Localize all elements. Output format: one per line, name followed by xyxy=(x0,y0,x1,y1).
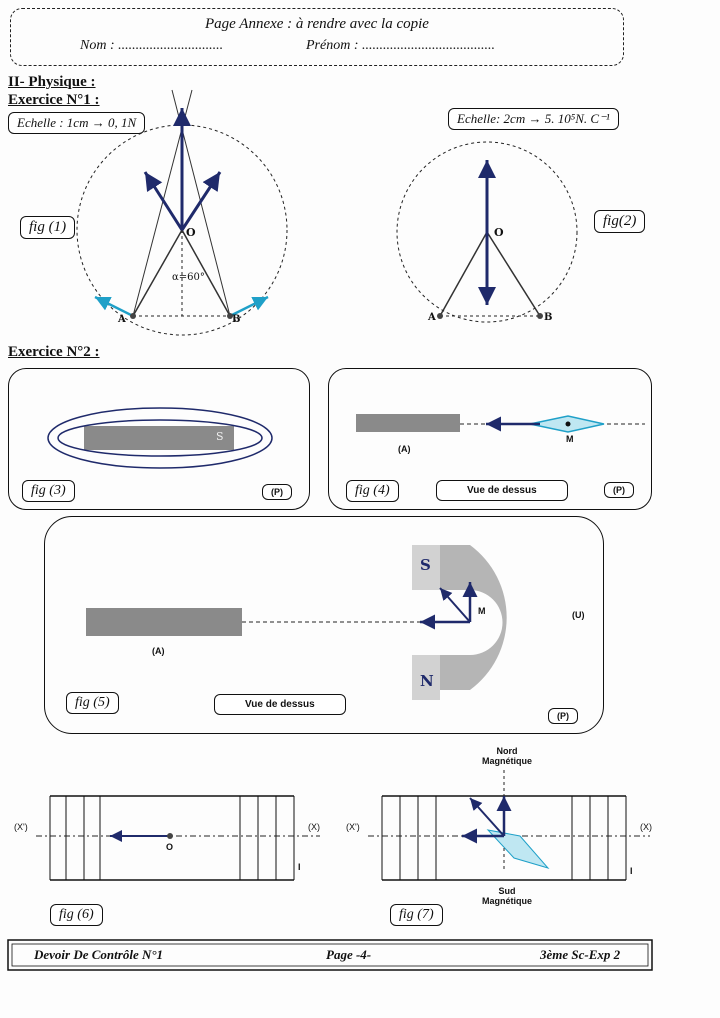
fig6-o: O xyxy=(166,842,174,852)
page-title: Page Annexe : à rendre avec la copie xyxy=(205,16,429,32)
scale-box-2: Echelle: 2cm → 5. 10⁵N. C⁻¹ xyxy=(448,108,619,130)
scale-box-1: Echelle : 1cm → 0, 1N xyxy=(8,112,146,134)
exercise1-title: Exercice N°1 : xyxy=(8,92,100,108)
fig5-a-label: (A) xyxy=(152,646,165,656)
fig5-view-label: Vue de dessus xyxy=(214,694,346,715)
fig7-label: fig (7) xyxy=(390,904,443,926)
fig2-point-a: A xyxy=(428,312,436,323)
fig5-u-label: (U) xyxy=(572,610,585,620)
fig7-xprime: (X') xyxy=(346,822,360,832)
fig6-xprime: (X') xyxy=(14,822,28,832)
fig5-plane-label: (P) xyxy=(548,708,578,724)
fig7-x: (X) xyxy=(640,822,652,832)
fig5-n-pole: N xyxy=(420,672,434,690)
exercise2-title: Exercice N°2 : xyxy=(8,344,100,360)
fig1-point-b: B xyxy=(232,314,241,325)
section-title: II- Physique : xyxy=(8,74,96,90)
fig4-m-label: M xyxy=(566,434,574,444)
fig4-a-label: (A) xyxy=(398,444,411,454)
fig6-label: fig (6) xyxy=(50,904,103,926)
fig5-box xyxy=(44,516,604,734)
fig1-diagram xyxy=(76,89,288,336)
fig5-m-label: M xyxy=(478,606,486,616)
footer-center: Page -4- xyxy=(326,947,372,962)
fig4-box xyxy=(328,368,652,510)
fig3-label: fig (3) xyxy=(22,480,75,502)
fig2-point-b: B xyxy=(544,312,553,323)
fig7-south: Sud Magnétique xyxy=(482,886,533,906)
fig4-diagram xyxy=(356,414,645,433)
fig4-plane-label: (P) xyxy=(604,482,634,498)
fig1-point-a: A xyxy=(118,314,126,325)
fig6-diagram xyxy=(36,795,320,881)
fig2-point-o: O xyxy=(494,226,504,239)
fig3-s-label: S xyxy=(216,430,224,443)
fig5-label: fig (5) xyxy=(66,692,119,714)
fig6-x: (X) xyxy=(308,822,320,832)
fig2-label: fig(2) xyxy=(594,210,646,233)
fig6-i: I xyxy=(298,862,301,872)
fig7-north: Nord Magnétique xyxy=(482,746,533,766)
fig1-label: fig (1) xyxy=(20,216,76,239)
fig2-diagram xyxy=(396,141,578,323)
firstname-field-label: Prénom : ...............................… xyxy=(306,38,495,53)
fig3-diagram xyxy=(47,407,273,469)
fig5-diagram xyxy=(86,545,507,700)
fig3-plane-label: (P) xyxy=(262,484,292,500)
fig4-label: fig (4) xyxy=(346,480,399,502)
fig7-i: I xyxy=(630,866,633,876)
footer-right: 3ème Sc-Exp 2 xyxy=(540,947,621,962)
fig4-view-label: Vue de dessus xyxy=(436,480,568,501)
fig7-diagram xyxy=(368,770,650,881)
fig1-angle: α=60° xyxy=(172,272,205,283)
footer-left: Devoir De Contrôle N°1 xyxy=(34,947,164,962)
header-box xyxy=(10,8,624,66)
fig1-point-o: O xyxy=(186,226,196,239)
fig5-s-pole: S xyxy=(420,556,431,574)
fig3-box xyxy=(8,368,310,510)
name-field-label: Nom : .............................. xyxy=(80,38,224,53)
